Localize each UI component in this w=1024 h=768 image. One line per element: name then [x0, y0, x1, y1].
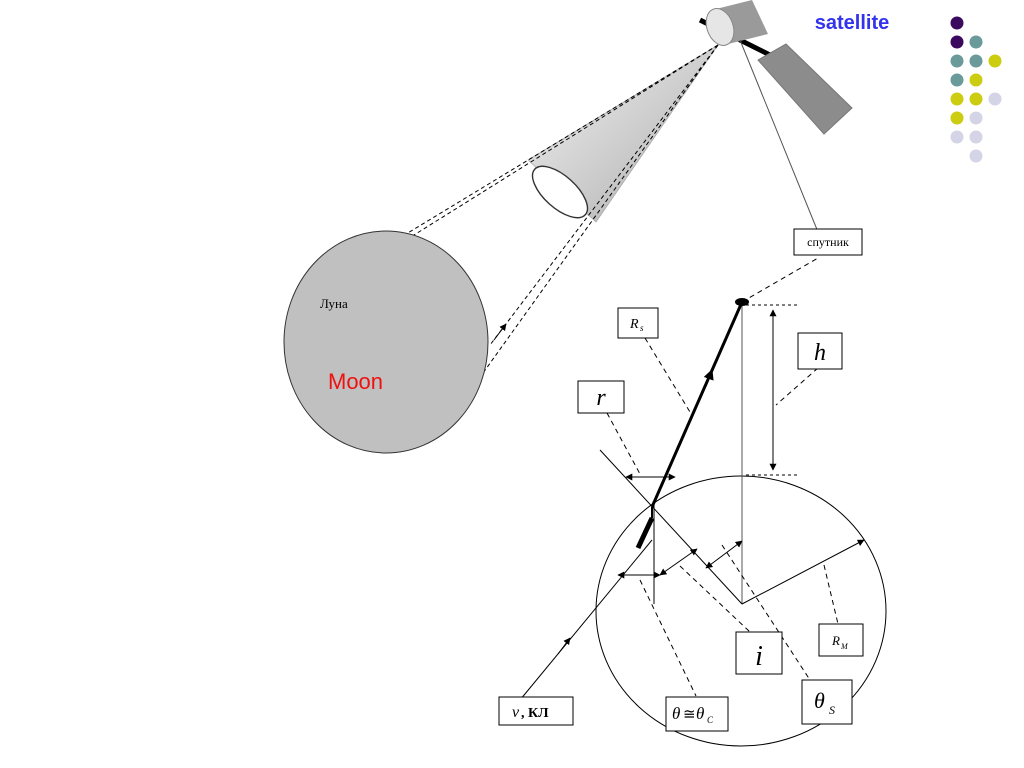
label-theta-c: θ ≅ θ C	[665, 696, 729, 732]
svg-text:≅: ≅	[683, 707, 696, 723]
decor-dot	[950, 35, 964, 49]
moon-label-ru: Луна	[320, 296, 348, 311]
svg-text:M: M	[840, 642, 849, 651]
decor-dot	[950, 111, 964, 125]
decor-dot	[950, 73, 964, 87]
svg-text:R: R	[831, 633, 840, 648]
moon-cross-section	[595, 475, 887, 747]
decor-dot	[969, 35, 983, 49]
decor-dot	[969, 54, 983, 68]
label-sputnik: спутник	[793, 228, 863, 256]
satellite-graphic	[698, 0, 853, 135]
svg-text:C: C	[707, 715, 714, 725]
decor-dot	[969, 73, 983, 87]
decor-dot	[988, 54, 1002, 68]
beam-arrow-2	[493, 323, 507, 341]
label-i: i	[735, 631, 783, 675]
decor-dot	[950, 92, 964, 106]
svg-text:ν: ν	[512, 704, 520, 721]
svg-text:R: R	[629, 317, 639, 332]
svg-text:, КЛ: , КЛ	[521, 706, 549, 721]
decor-dot	[950, 130, 964, 144]
decor-dot	[969, 92, 983, 106]
decor-dot	[988, 92, 1002, 106]
svg-text:θ: θ	[814, 688, 825, 713]
satellite-antenna-face	[705, 8, 735, 46]
geometry-lines	[519, 298, 865, 701]
satellite-title: satellite	[815, 12, 889, 34]
solar-panel	[757, 43, 853, 135]
svg-text:i: i	[755, 641, 763, 672]
svg-text:θ: θ	[696, 704, 704, 723]
moon-label-en: Moon	[328, 369, 383, 394]
label-nu: ν , КЛ	[498, 696, 574, 726]
label-r: r	[577, 380, 625, 414]
decor-dot	[969, 130, 983, 144]
svg-text:r: r	[596, 385, 606, 411]
decor-dot	[950, 16, 964, 30]
beam-cone	[527, 44, 719, 223]
sputnik-leader-line	[739, 39, 819, 233]
leader-lines	[606, 257, 839, 697]
svg-text:S: S	[829, 703, 835, 717]
svg-text:θ: θ	[672, 704, 680, 723]
moon-disc	[283, 230, 489, 454]
svg-text:спутник: спутник	[807, 235, 849, 249]
svg-text:h: h	[814, 340, 826, 366]
decor-dot	[969, 149, 983, 163]
decor-dot	[969, 111, 983, 125]
decor-dot	[950, 54, 964, 68]
label-Rs: R s	[617, 307, 659, 339]
decor-dots	[950, 16, 1002, 163]
label-RM: R M	[818, 623, 864, 657]
svg-text:s: s	[640, 323, 644, 333]
label-theta-s: θ S	[801, 679, 853, 725]
label-h: h	[797, 332, 843, 370]
